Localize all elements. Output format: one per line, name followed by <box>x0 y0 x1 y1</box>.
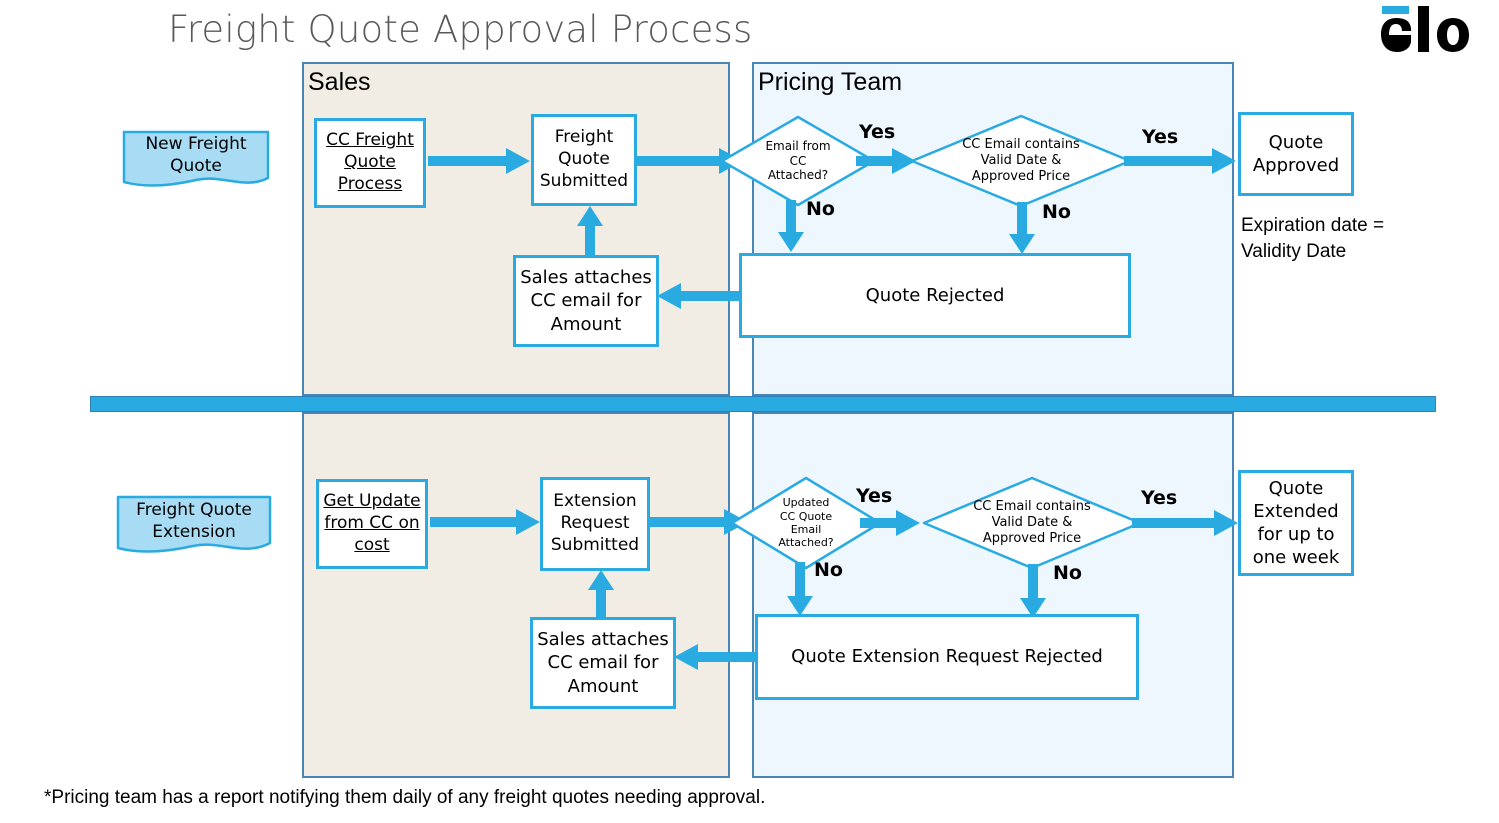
outcome-quote-approved: Quote Approved <box>1238 112 1354 196</box>
label-yes-top-1: Yes <box>859 121 896 143</box>
label-no-bottom-1: No <box>814 559 843 581</box>
process-freight-quote-submitted-label: Freight Quote Submitted <box>539 127 629 191</box>
process-get-update-from-cc-label: Get Update from CC on cost <box>323 491 421 555</box>
decision-email-from-cc-attached-label: Email from CC Attached? <box>765 139 831 183</box>
footnote: *Pricing team has a report notifying the… <box>44 787 766 808</box>
start-document-bottom-label: Freight Quote Extension <box>136 499 252 542</box>
arrow-top-submitted-to-decision1 <box>637 146 745 176</box>
arrow-top-decision1-yes <box>856 146 918 176</box>
elo-logo <box>1380 4 1480 64</box>
process-get-update-from-cc: Get Update from CC on cost <box>316 479 428 569</box>
arrow-top-rejected-to-rework <box>657 281 741 311</box>
arrow-bottom-decision1-no <box>785 562 815 618</box>
lane-sales-title-top: Sales <box>308 68 371 96</box>
start-document-bottom: Freight Quote Extension <box>116 495 272 557</box>
arrow-top-process-to-submitted <box>428 146 532 176</box>
label-yes-bottom-2: Yes <box>1141 487 1178 509</box>
decision-updated-cc-quote-email-attached: Updated CC Quote Email Attached? <box>730 476 882 570</box>
process-sales-attaches-bottom-label: Sales attaches CC email for Amount <box>537 629 669 697</box>
label-no-top-1: No <box>806 198 835 220</box>
process-extension-request-submitted-label: Extension Request Submitted <box>550 491 640 555</box>
decision-updated-cc-quote-email-attached-label: Updated CC Quote Email Attached? <box>778 496 834 550</box>
process-freight-quote-submitted: Freight Quote Submitted <box>531 114 637 206</box>
arrow-bottom-process-to-submitted <box>430 507 542 537</box>
decision-cc-email-valid-bottom: CC Email contains Valid Date & Approved … <box>922 476 1142 570</box>
lane-pricing-bottom <box>752 412 1234 778</box>
arrow-bottom-rejected-to-rework <box>674 642 758 672</box>
lane-pricing-title-top: Pricing Team <box>758 68 903 96</box>
note-expiration-date: Expiration date = Validity Date <box>1241 215 1385 262</box>
process-cc-freight-quote-label: CC Freight Quote Process <box>326 130 414 194</box>
label-yes-bottom-1: Yes <box>856 485 893 507</box>
outcome-quote-extended: Quote Extended for up to one week <box>1238 470 1354 576</box>
outcome-quote-rejected-label: Quote Rejected <box>865 284 1005 306</box>
decision-cc-email-valid-top: CC Email contains Valid Date & Approved … <box>910 114 1132 208</box>
label-no-bottom-2: No <box>1053 562 1082 584</box>
process-sales-attaches-top-label: Sales attaches CC email for Amount <box>520 267 652 335</box>
outcome-quote-extension-rejected: Quote Extension Request Rejected <box>755 614 1139 700</box>
decision-cc-email-valid-top-label: CC Email contains Valid Date & Approved … <box>962 137 1080 184</box>
start-document-top: New Freight Quote <box>122 130 270 190</box>
outcome-quote-approved-label: Quote Approved <box>1252 131 1340 176</box>
outcome-quote-extension-rejected-label: Quote Extension Request Rejected <box>791 646 1103 668</box>
page-title: Freight Quote Approval Process <box>168 8 753 51</box>
arrow-top-decision1-no <box>776 200 806 254</box>
arrow-bottom-rework-to-submitted <box>586 570 616 620</box>
outcome-quote-rejected: Quote Rejected <box>739 253 1131 338</box>
arrow-bottom-decision1-yes <box>860 508 922 538</box>
process-cc-freight-quote: CC Freight Quote Process <box>314 118 426 208</box>
label-yes-top-2: Yes <box>1142 126 1179 148</box>
decision-cc-email-valid-bottom-label: CC Email contains Valid Date & Approved … <box>973 499 1091 546</box>
arrow-top-decision2-yes <box>1124 146 1238 176</box>
lane-pricing-top <box>752 62 1234 396</box>
process-extension-request-submitted: Extension Request Submitted <box>540 477 650 571</box>
arrow-bottom-decision2-no <box>1018 564 1048 620</box>
start-document-top-label: New Freight Quote <box>145 133 247 176</box>
label-no-top-2: No <box>1042 201 1071 223</box>
arrow-bottom-decision2-yes <box>1132 508 1240 538</box>
decision-email-from-cc-attached: Email from CC Attached? <box>720 115 876 207</box>
arrow-bottom-submitted-to-decision1 <box>650 507 750 537</box>
lane-divider-bar <box>90 396 1436 412</box>
process-sales-attaches-top: Sales attaches CC email for Amount <box>513 255 659 347</box>
outcome-quote-extended-label: Quote Extended for up to one week <box>1252 477 1340 569</box>
process-sales-attaches-bottom: Sales attaches CC email for Amount <box>530 617 676 709</box>
arrow-top-rework-to-submitted <box>575 206 605 258</box>
lane-sales-bottom <box>302 412 730 778</box>
arrow-top-decision2-no <box>1007 202 1037 256</box>
